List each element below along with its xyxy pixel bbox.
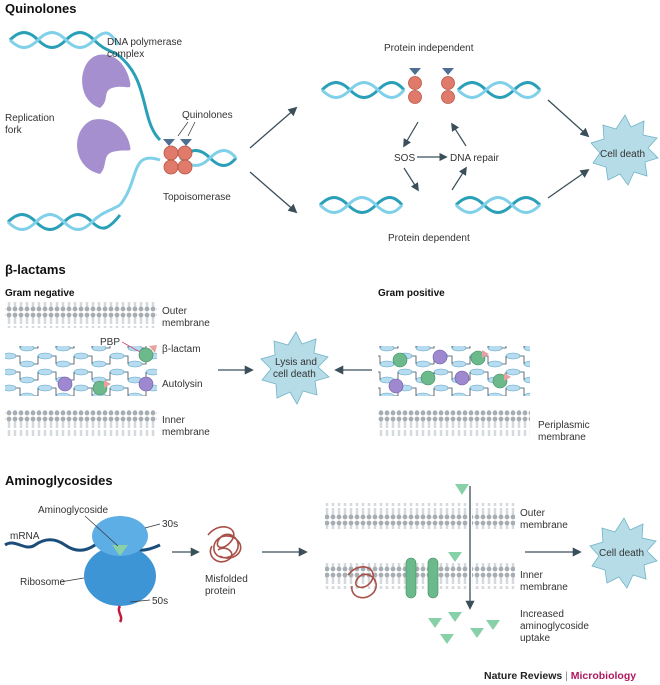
aminoglycoside-cell-death-starburst <box>589 517 658 589</box>
ribosome-30s-subunit <box>92 516 148 556</box>
dna-polymerase-label-2: complex <box>107 49 144 60</box>
periplasmic-label-1: Periplasmic <box>538 420 590 431</box>
gram-positive-title: Gram positive <box>378 288 445 299</box>
lysis-label-2: cell death <box>273 369 316 380</box>
to-cell-death-arrows <box>547 99 590 199</box>
misfolded-protein-in-membrane <box>347 566 377 599</box>
autolysin-label: Autolysin <box>162 379 203 390</box>
misfolded-label-1: Misfolded <box>205 574 248 585</box>
uptake-label-2: aminoglycoside <box>520 621 589 632</box>
outer-membrane-label-1: Outer <box>162 306 188 317</box>
aminoglycoside-molecules <box>428 484 500 644</box>
amino-inner-membrane-label-1: Inner <box>520 570 543 581</box>
quinolones-drug-label: Quinolones <box>182 110 233 121</box>
cell-death-starburst <box>590 114 659 186</box>
protein-independent-topoisomerase <box>408 68 455 104</box>
30s-label: 30s <box>162 519 178 530</box>
aminoglycosides-section-title: Aminoglycosides <box>5 473 113 488</box>
journal-credit: Nature Reviews | Microbiology <box>484 670 636 682</box>
gram-negative-peptidoglycan <box>5 346 157 396</box>
aminoglycoside-inner-membrane <box>325 563 515 589</box>
dna-repair-label: DNA repair <box>450 153 500 164</box>
lysis-label-1: Lysis and <box>275 357 317 368</box>
50s-pointer <box>129 599 151 603</box>
amino-inner-membrane-label-2: membrane <box>520 582 568 593</box>
uptake-label-1: Increased <box>520 609 564 620</box>
30s-pointer <box>144 523 161 529</box>
pbp-pointer <box>121 341 141 353</box>
protein-dependent-dna <box>318 196 542 214</box>
gram-positive-membrane <box>378 410 530 436</box>
nascent-peptide <box>117 605 123 623</box>
pbp-label: PBP <box>100 337 120 348</box>
replication-fork-label-2: fork <box>5 125 23 136</box>
quinolones-pointer <box>177 121 196 137</box>
quinolone-cell-death-label: Cell death <box>600 149 645 160</box>
aminoglycoside-in-ribosome <box>112 545 128 556</box>
mrna-label: mRNA <box>10 531 40 542</box>
journal-name: Nature Reviews <box>484 670 562 682</box>
amino-outer-membrane-label-1: Outer <box>520 508 546 519</box>
misfolded-label-2: protein <box>205 586 236 597</box>
outer-membrane-label-2: membrane <box>162 318 210 329</box>
inner-membrane-label-1: Inner <box>162 415 185 426</box>
membrane-channel-right <box>427 557 439 599</box>
aminoglycoside-label: Aminoglycoside <box>38 505 108 516</box>
beta-lactams-section-title: β-lactams <box>5 262 66 277</box>
lysis-starburst <box>260 331 330 405</box>
gram-negative-outer-membrane <box>5 302 157 328</box>
periplasmic-label-2: membrane <box>538 432 586 443</box>
protein-dependent-label: Protein dependent <box>388 233 470 244</box>
beta-lactam-label: β-lactam <box>162 344 201 355</box>
protein-independent-dna <box>320 81 542 99</box>
journal-section: Microbiology <box>571 670 636 682</box>
gram-negative-enzymes <box>57 345 157 396</box>
gram-positive-enzymes <box>388 349 511 394</box>
ribosome-pointer <box>59 577 85 583</box>
sos-label: SOS <box>394 153 415 164</box>
protein-independent-label: Protein independent <box>384 43 474 54</box>
misfolded-protein <box>207 526 242 563</box>
aminoglycoside-outer-membrane <box>325 503 515 529</box>
sos-repair-arrows <box>403 121 467 192</box>
gram-negative-inner-membrane <box>5 410 157 436</box>
gram-negative-title: Gram negative <box>5 288 75 299</box>
aminoglycoside-pointer <box>84 515 119 547</box>
ribosome-50s-subunit <box>84 546 156 606</box>
aminoglycoside-cell-death-label: Cell death <box>599 548 644 559</box>
amino-outer-membrane-label-2: membrane <box>520 520 568 531</box>
quinolone-branch-arrows <box>249 106 298 214</box>
50s-label: 50s <box>152 596 168 607</box>
ribosome-label: Ribosome <box>20 577 65 588</box>
quinolones-section-title: Quinolones <box>5 1 77 16</box>
credit-separator: | <box>562 670 571 682</box>
inner-membrane-label-2: membrane <box>162 427 210 438</box>
replication-fork-label-1: Replication <box>5 113 54 124</box>
uptake-label-3: uptake <box>520 633 550 644</box>
topoisomerase-label: Topoisomerase <box>163 192 231 203</box>
dna-polymerase-label-1: DNA polymerase <box>107 37 182 48</box>
membrane-channel-left <box>405 557 417 599</box>
dna-polymerase-complex <box>77 54 131 174</box>
topoisomerase-complex <box>163 139 193 175</box>
